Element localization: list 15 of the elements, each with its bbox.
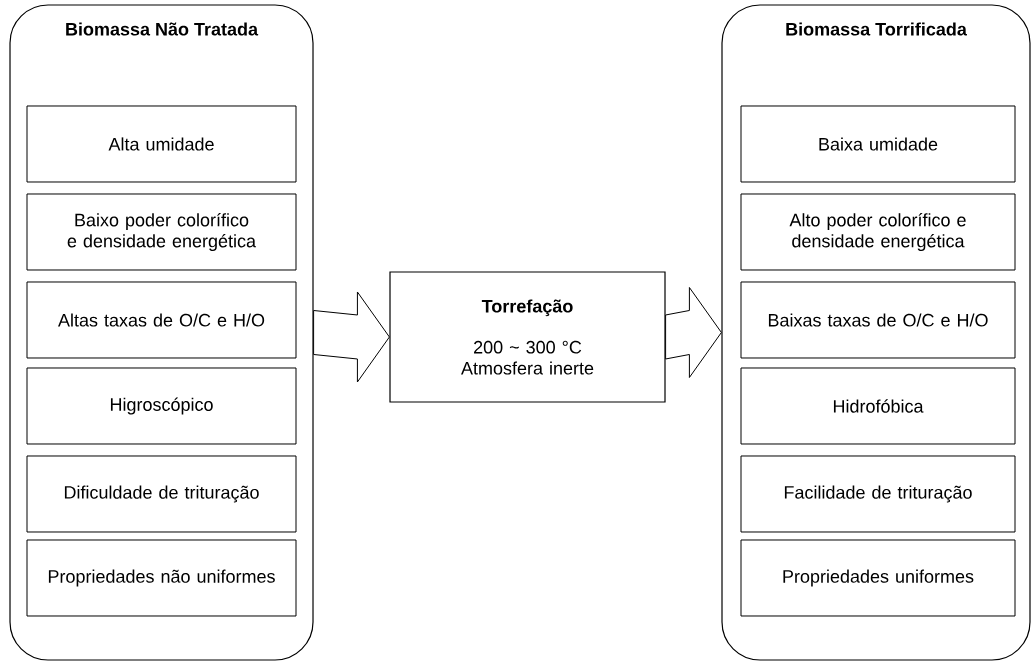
property-box: Baixas taxas de O/C e H/O [740, 281, 1016, 359]
property-box: Baixo poder colorífico e densidade energética [26, 193, 297, 271]
property-box: Alto poder colorífico e densidade energética [740, 193, 1016, 271]
property-box: Facilidade de trituração [740, 455, 1016, 533]
property-box: Altas taxas de O/C e H/O [26, 281, 297, 359]
property-box: Hidrofóbica [740, 367, 1016, 445]
property-box: Propriedades não uniformes [26, 539, 297, 617]
block-arrow [665, 287, 722, 378]
property-box: Higroscópico [26, 367, 297, 445]
property-box: Alta umidade [26, 105, 297, 183]
property-box: Propriedades uniformes [740, 539, 1016, 617]
block-arrow [313, 291, 390, 383]
property-box: Dificuldade de trituração [26, 455, 297, 533]
process-box: Torrefação 200 ~ 300 °C Atmosfera inerte [389, 271, 666, 403]
property-box: Baixa umidade [740, 105, 1016, 183]
